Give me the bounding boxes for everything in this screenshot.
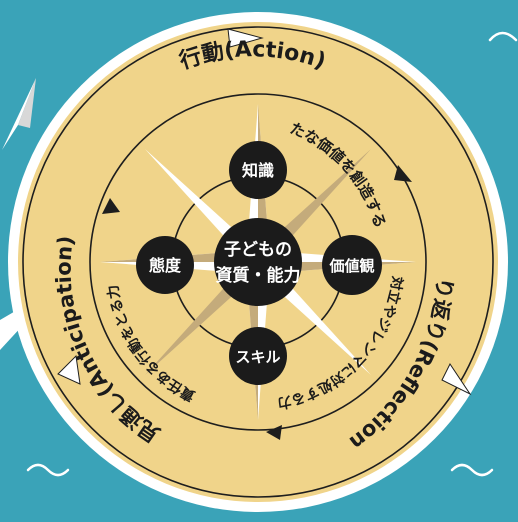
cycle-arrow-action	[227, 28, 264, 48]
paper-plane-icon	[2, 78, 36, 150]
node-values-label: 価値観	[328, 257, 374, 275]
node-skills: スキル	[229, 327, 287, 385]
cycle-arrow-inner-bottom	[266, 425, 282, 440]
wave-right	[450, 463, 494, 477]
node-attitude: 態度	[136, 236, 194, 294]
cycle-arrow-inner-top	[394, 165, 412, 182]
node-values: 価値観	[322, 235, 382, 295]
core-line-2: 資質・能力	[216, 265, 301, 286]
cycle-arrow-inner-left	[102, 198, 120, 214]
node-knowledge-label: 知識	[242, 161, 274, 180]
cycle-arrow-reflection	[441, 363, 472, 396]
node-skills-label: スキル	[235, 348, 280, 366]
cycle-arrow-anticipation	[57, 354, 81, 385]
core-line-1: 子どもの	[224, 240, 292, 260]
core-node: 子どもの 資質・能力	[214, 218, 302, 306]
node-attitude-label: 態度	[149, 256, 182, 275]
node-knowledge: 知識	[229, 141, 287, 199]
wave-left	[26, 463, 70, 477]
wave-top-right	[488, 31, 518, 42]
